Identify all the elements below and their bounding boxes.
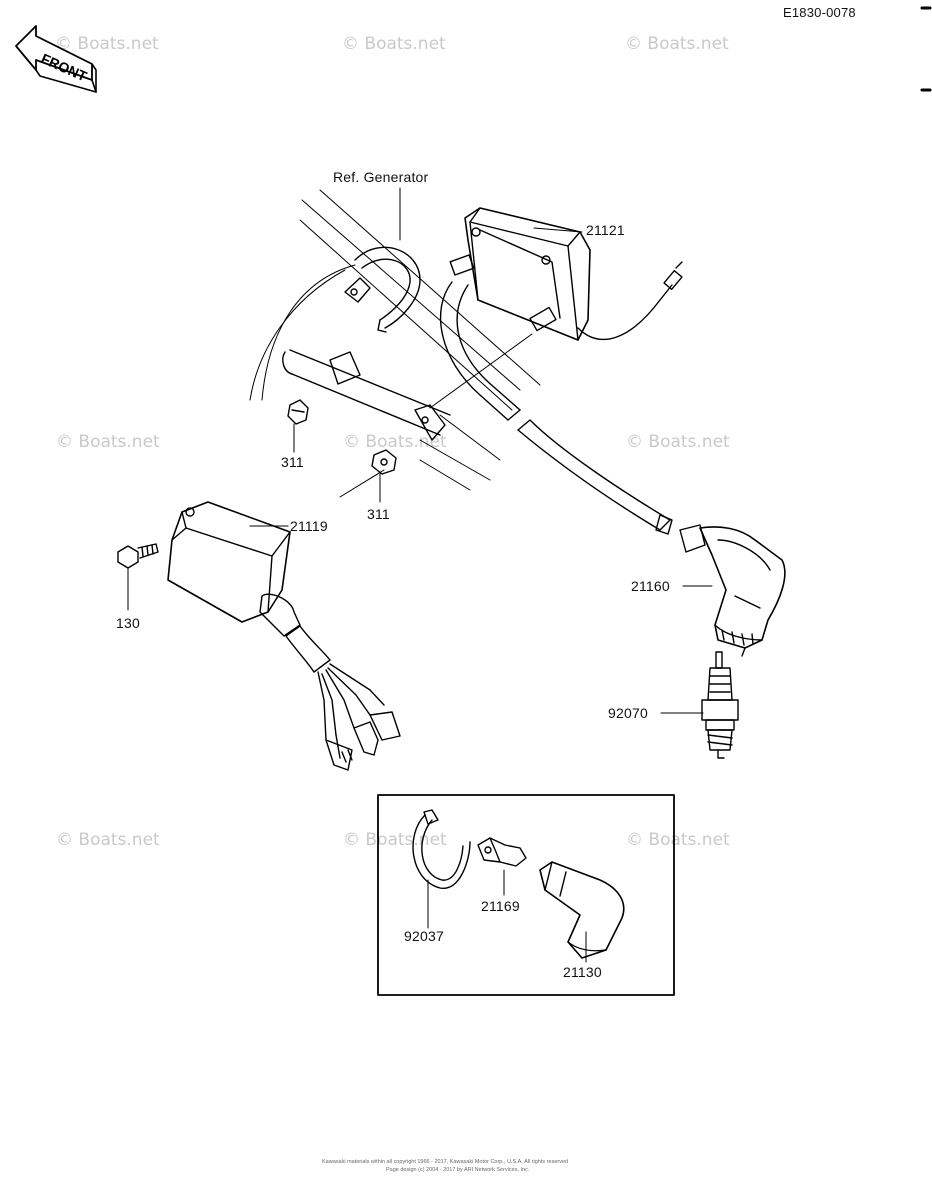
leader-lines xyxy=(127,187,713,963)
diagram-code: E1830-0078 xyxy=(783,5,856,20)
nut-upper xyxy=(287,399,309,425)
cdi-unit xyxy=(167,501,401,771)
part-label-spark-plug[interactable]: 92070 xyxy=(608,705,648,721)
part-label-clamp[interactable]: 92037 xyxy=(404,928,444,944)
bolt xyxy=(117,543,159,569)
watermark: © Boats.net xyxy=(56,432,160,452)
inset-clamp xyxy=(412,809,471,889)
footer-copyright: Kawasaki materials within all copyright … xyxy=(322,1159,569,1165)
watermark: © Boats.net xyxy=(343,830,447,850)
inset-box xyxy=(377,794,675,996)
generator-band xyxy=(344,246,421,333)
part-label-plug-cap[interactable]: 21160 xyxy=(631,578,670,594)
front-label: FRONT xyxy=(39,50,90,84)
part-label-ignition-coil[interactable]: 21121 xyxy=(586,222,625,238)
inset-cap-small xyxy=(477,837,527,867)
watermark: © Boats.net xyxy=(343,432,447,452)
ignition-coil xyxy=(449,207,683,341)
watermark: © Boats.net xyxy=(626,432,730,452)
part-label-bolt[interactable]: 130 xyxy=(116,615,140,631)
part-label-nut-lower[interactable]: 311 xyxy=(367,506,390,522)
watermark: © Boats.net xyxy=(625,34,729,54)
frame-outline xyxy=(249,189,541,491)
inset-cap-boot xyxy=(539,861,625,959)
spark-plug xyxy=(701,651,739,759)
plug-cap xyxy=(679,524,786,657)
reference-label: Ref. Generator xyxy=(333,169,429,185)
watermark: © Boats.net xyxy=(342,34,446,54)
front-arrow-icon: FRONT xyxy=(15,25,97,93)
watermark: © Boats.net xyxy=(56,830,160,850)
part-label-cap-small[interactable]: 21169 xyxy=(481,898,520,914)
part-label-cdi-unit[interactable]: 21119 xyxy=(290,518,328,534)
footer-page-design: Page design (c) 2004 - 2017 by ARI Netwo… xyxy=(386,1167,530,1173)
nut-lower xyxy=(371,449,397,475)
watermark: © Boats.net xyxy=(55,34,159,54)
mounting-bracket xyxy=(282,349,451,441)
part-label-cap-boot[interactable]: 21130 xyxy=(563,964,602,980)
part-label-nut-upper[interactable]: 311 xyxy=(281,454,304,470)
watermark: © Boats.net xyxy=(626,830,730,850)
high-tension-lead xyxy=(439,281,673,535)
